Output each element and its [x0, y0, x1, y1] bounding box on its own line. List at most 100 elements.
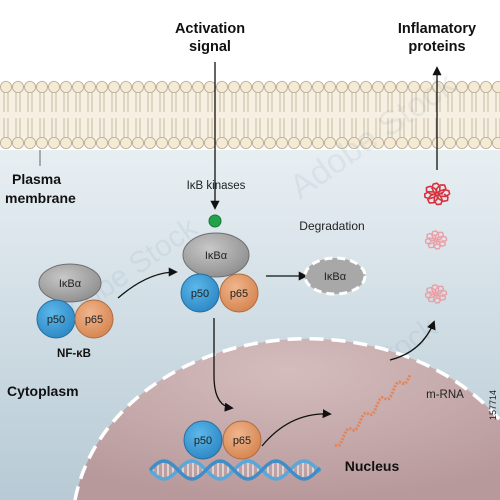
lipid-head — [179, 136, 192, 149]
cytoplasm-label: Cytoplasm — [7, 383, 79, 399]
lipid-head — [96, 136, 109, 149]
lipid-head — [120, 136, 133, 149]
lipid-head — [143, 136, 156, 149]
p50-protein-label: p50 — [194, 435, 212, 447]
lipid-head — [203, 81, 216, 94]
membrane-core — [0, 86, 500, 142]
nfkb-inactive-complex: IκBα p50 p65 — [36, 263, 114, 339]
lipid-head — [287, 136, 300, 149]
translation-arrow — [389, 320, 436, 361]
lipid-head — [23, 136, 36, 149]
inflammatory-protein — [423, 182, 451, 206]
lipid-head — [371, 136, 384, 149]
lipid-head — [347, 81, 360, 94]
nfkb-nuclear-dimer: p50 p65 — [183, 420, 262, 460]
lipid-head — [23, 81, 36, 94]
lipid-head — [179, 81, 192, 94]
inflammatory-proteins — [423, 182, 451, 304]
nfkb-label: NF-κB — [57, 348, 91, 360]
lipid-head — [0, 81, 12, 94]
degraded-ikba: IκBα — [303, 256, 367, 296]
lipid-head — [467, 136, 480, 149]
lipid-head — [131, 81, 144, 94]
lipid-head — [251, 81, 264, 94]
inflamatory-proteins-label: Inflamatory — [398, 21, 476, 37]
lipid-head — [335, 81, 348, 94]
ikba-protein — [38, 263, 102, 303]
ikba-protein-label: IκBα — [59, 278, 82, 290]
lipid-head — [443, 136, 456, 149]
lipid-head — [275, 136, 288, 149]
lipid-head — [203, 136, 216, 149]
inflammatory-protein — [424, 230, 448, 250]
p65-protein — [219, 273, 259, 313]
lipid-head — [395, 136, 408, 149]
ikba-degraded-label: IκBα — [324, 271, 347, 283]
lipid-head — [492, 137, 500, 149]
ikba-protein — [182, 232, 250, 278]
p65-protein — [222, 420, 262, 460]
lipid-head — [227, 81, 240, 94]
nfkb-phosphorylated-complex: IκBα p50 p65 — [180, 214, 259, 313]
lipid-head — [215, 136, 228, 149]
lipid-head — [455, 81, 468, 94]
degradation-label: Degradation — [299, 219, 364, 233]
p50-protein — [180, 273, 220, 313]
lipid-head — [323, 136, 336, 149]
lipid-head — [215, 81, 228, 94]
mrna-label: m-RNA — [426, 389, 464, 401]
lipid-head — [419, 81, 432, 94]
lipid-head — [479, 81, 492, 94]
lipid-head — [108, 81, 121, 94]
mrna-backbone — [334, 374, 412, 448]
lipid-head — [395, 81, 408, 94]
lipid-head — [84, 136, 97, 149]
lipid-head — [239, 81, 252, 94]
lipid-head — [60, 136, 73, 149]
ikba-degraded-protein — [303, 256, 367, 296]
dna-strand-b — [148, 459, 322, 481]
lipid-head — [155, 81, 168, 94]
lipid-head — [251, 136, 264, 149]
nucleus-label: Nucleus — [345, 458, 400, 474]
lipid-head — [431, 81, 444, 94]
lipid-head — [191, 136, 204, 149]
lipid-head — [263, 136, 276, 149]
lipid-head — [36, 136, 49, 149]
lipid-head — [167, 81, 180, 94]
p65-protein-label: p65 — [85, 314, 103, 326]
lipid-head — [60, 81, 73, 94]
lipid-head — [72, 136, 85, 149]
lipid-head — [407, 81, 420, 94]
activation-signal-label: Activation — [175, 21, 245, 37]
lipid-head — [492, 81, 500, 93]
stock-id: 157714 — [488, 390, 498, 420]
plasma-membrane-label: Plasma — [12, 171, 61, 187]
lipid-head — [155, 136, 168, 149]
lipid-head — [108, 136, 121, 149]
lipid-head — [96, 81, 109, 94]
lipid-head — [11, 136, 24, 149]
lipid-head — [299, 136, 312, 149]
lipid-head — [407, 136, 420, 149]
transcription-arrow — [261, 409, 332, 447]
plasma-membrane-label-2: membrane — [5, 190, 76, 206]
lipid-head — [299, 81, 312, 94]
lipid-head — [455, 136, 468, 149]
lipid-head — [419, 136, 432, 149]
nfkb-to-complex-arrow — [117, 267, 178, 299]
lipid-head — [311, 136, 324, 149]
p50-protein-label: p50 — [47, 314, 65, 326]
lipid-head — [311, 81, 324, 94]
lipid-head — [263, 81, 276, 94]
lipid-head — [227, 136, 240, 149]
ikb-kinases-label: IκB kinases — [187, 180, 246, 192]
lipid-head — [347, 136, 360, 149]
inflamatory-proteins-label-2: proteins — [408, 39, 465, 55]
activation-signal-label-2: signal — [189, 39, 231, 55]
lipid-head — [131, 136, 144, 149]
lipid-head — [443, 81, 456, 94]
p50-protein — [183, 420, 223, 460]
dna-helix — [148, 459, 322, 481]
